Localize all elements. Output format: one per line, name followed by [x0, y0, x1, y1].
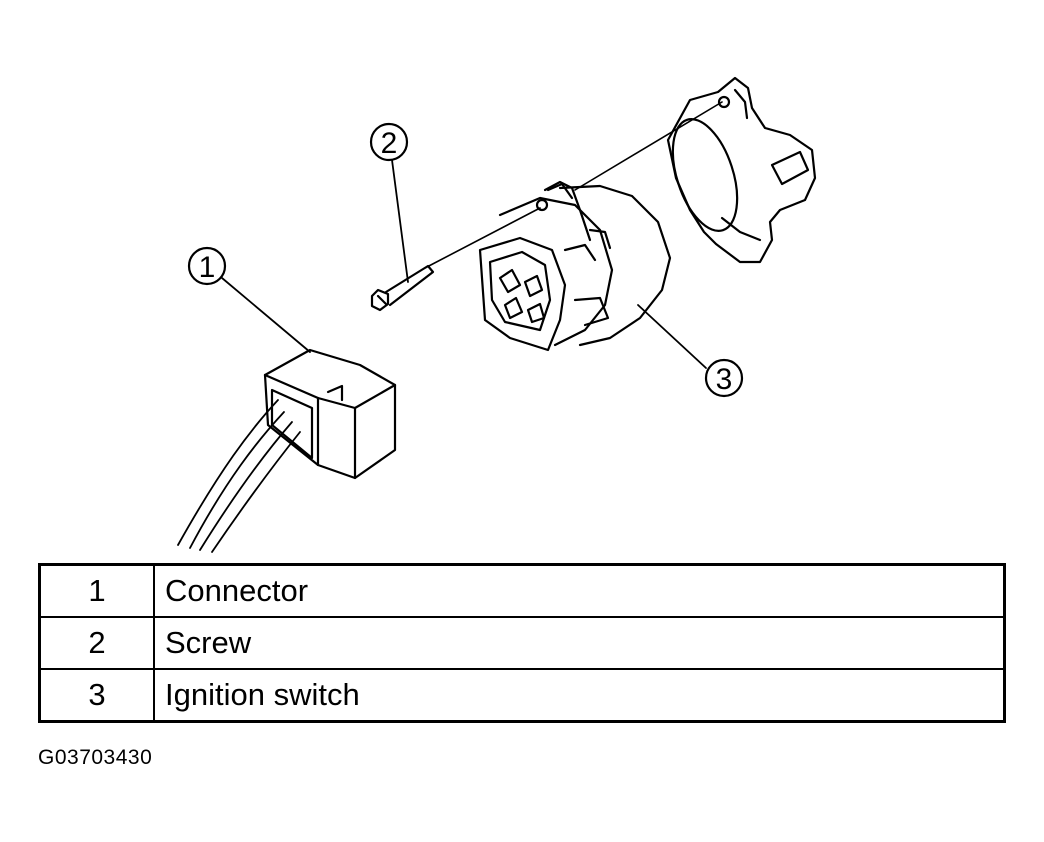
leader-line-1 [221, 277, 311, 353]
figure-id: G03703430 [38, 746, 153, 769]
callout-2-circle [369, 122, 409, 162]
connector-wires [177, 399, 301, 553]
legend-number: 3 [38, 668, 155, 723]
legend-label: Ignition switch [153, 668, 1006, 723]
alignment-line-lower [424, 207, 541, 269]
leader-line-2 [391, 159, 409, 283]
callout-3-label: 3 [716, 363, 733, 396]
legend-table: 1 Connector 2 Screw 3 Ignition switch [38, 563, 1006, 723]
screw [370, 264, 435, 312]
legend-label: Screw [153, 616, 1006, 670]
callout-2-label: 2 [381, 127, 398, 160]
exploded-view-illustration: 1 2 3 [177, 76, 817, 553]
connector-housing [263, 348, 397, 480]
legend-row: 3 Ignition switch [38, 668, 1006, 723]
callout-1-label: 1 [199, 251, 216, 284]
callout-1-circle [187, 246, 227, 286]
callout-3-circle [704, 358, 744, 398]
legend-number: 2 [38, 616, 155, 670]
legend-number: 1 [38, 563, 155, 618]
mounting-bracket [666, 76, 817, 264]
legend-label: Connector [153, 563, 1006, 618]
legend-row: 2 Screw [38, 616, 1006, 670]
legend-row: 1 Connector [38, 563, 1006, 618]
ignition-switch-body [478, 180, 672, 352]
alignment-line-upper [574, 101, 723, 191]
leader-line-3 [637, 304, 707, 369]
